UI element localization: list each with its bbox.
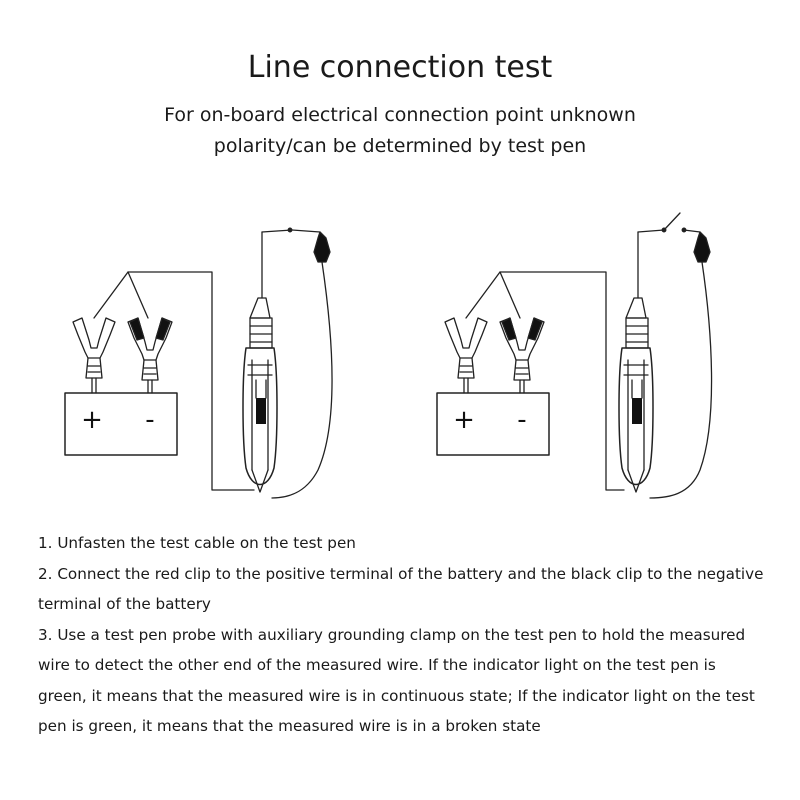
diagram-left: + - [64, 227, 333, 499]
black-clip [127, 317, 173, 394]
black-cable [127, 271, 149, 319]
ground-clamp-right [693, 231, 711, 263]
red-cable [465, 271, 625, 491]
subtitle-line-2: polarity/can be determined by test pen [213, 135, 587, 157]
black-clip [499, 317, 545, 394]
indicator-light-left [256, 398, 266, 424]
battery-minus-label: - [517, 405, 526, 435]
battery-plus-label: + [453, 405, 475, 435]
subtitle: For on-board electrical connection point… [0, 100, 800, 162]
step-1: 1. Unfasten the test cable on the test p… [38, 534, 356, 552]
diagram-right: + - [436, 212, 713, 499]
ground-clamp-left [313, 231, 331, 263]
red-cable [93, 271, 255, 491]
battery-plus-label: + [81, 405, 103, 435]
test-pen-left [242, 227, 333, 499]
battery-left [64, 392, 178, 456]
battery-right [436, 392, 550, 456]
instructions: 1. Unfasten the test cable on the test p… [38, 528, 768, 742]
red-clip [444, 317, 488, 394]
ground-cable-left [271, 261, 333, 499]
step-3: 3. Use a test pen probe with auxiliary g… [38, 625, 755, 736]
ground-cable-right [649, 261, 713, 499]
step-2: 2. Connect the red clip to the positive … [38, 564, 764, 614]
page-title: Line connection test [247, 50, 553, 85]
test-pen-right [618, 212, 713, 499]
battery-minus-label: - [145, 405, 154, 435]
indicator-light-right [632, 398, 642, 424]
black-cable [499, 271, 521, 319]
open-switch [663, 212, 681, 231]
red-clip [72, 317, 116, 394]
connection-diagrams: + - [64, 212, 713, 499]
subtitle-line-1: For on-board electrical connection point… [164, 104, 636, 126]
